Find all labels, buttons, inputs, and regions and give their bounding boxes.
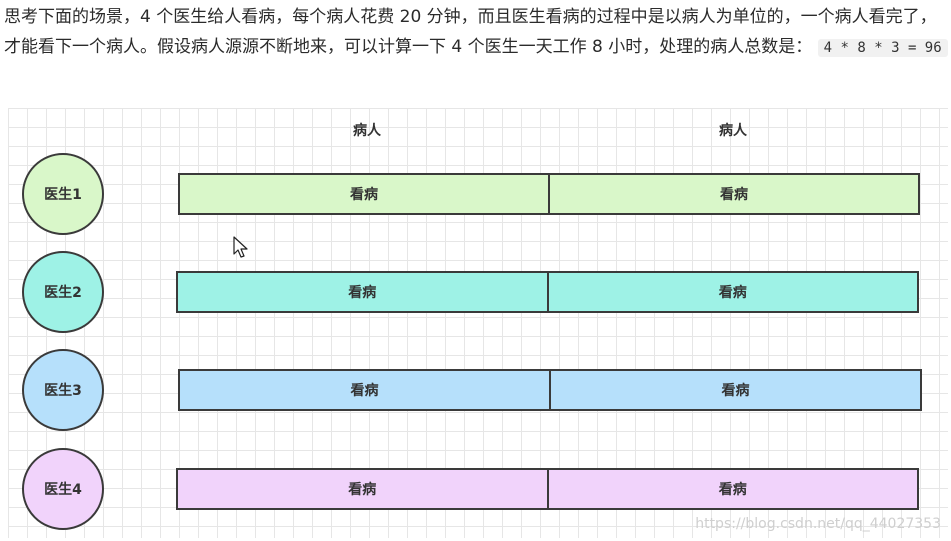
doctor-2-bar: 看病 看病 (176, 271, 919, 313)
doctor-1-segment-2: 看病 (548, 175, 918, 213)
doctor-3-segment-1: 看病 (350, 383, 379, 399)
intro-paragraph: 思考下面的场景，4 个医生给人看病，每个病人花费 20 分钟，而且医生看病的过程… (4, 2, 948, 63)
doctor-3-segment-2: 看病 (549, 371, 920, 409)
doctor-4-circle: 医生4 (22, 448, 104, 530)
watermark: https://blog.csdn.net/qq_44027353 (695, 516, 941, 532)
doctor-1-circle: 医生1 (22, 153, 104, 235)
doctor-2-segment-2: 看病 (546, 273, 918, 311)
doctor-2-segment-1: 看病 (348, 285, 377, 301)
mouse-cursor-icon (233, 236, 248, 258)
doctor-4-segment-1: 看病 (348, 482, 377, 498)
column-label-patient-2: 病人 (719, 123, 747, 139)
column-label-patient-1: 病人 (353, 123, 381, 139)
doctor-3-circle: 医生3 (22, 349, 104, 431)
doctor-4-segment-2: 看病 (546, 470, 918, 508)
doctor-2-label: 医生2 (44, 285, 82, 301)
doctor-1-label: 医生1 (44, 187, 82, 203)
doctor-1-segment-1: 看病 (350, 187, 378, 203)
intro-text: 思考下面的场景，4 个医生给人看病，每个病人花费 20 分钟，而且医生看病的过程… (4, 7, 937, 57)
doctor-2-circle: 医生2 (22, 251, 104, 333)
formula-code: 4 * 8 * 3 = 96 (817, 39, 948, 57)
doctor-4-label: 医生4 (44, 482, 82, 498)
doctor-3-label: 医生3 (44, 383, 82, 399)
doctor-3-bar: 看病 看病 (178, 369, 922, 411)
doctor-1-bar: 看病 看病 (178, 173, 920, 215)
doctor-4-bar: 看病 看病 (176, 468, 919, 510)
